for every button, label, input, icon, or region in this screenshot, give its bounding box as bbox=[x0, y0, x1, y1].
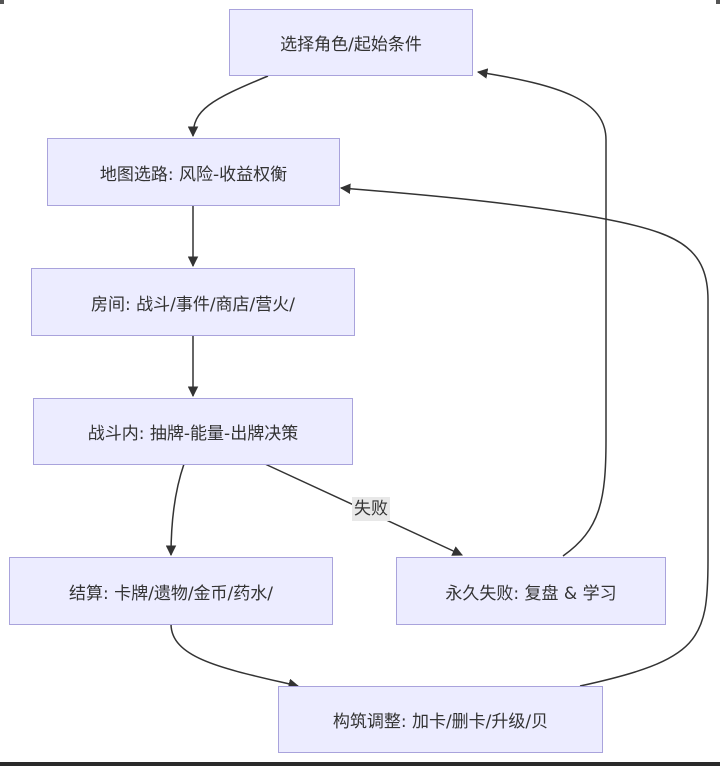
edge-reward-to-build bbox=[170, 623, 300, 689]
node-start[interactable]: 选择角色/起始条件 bbox=[229, 9, 473, 76]
node-room-label: 房间: 战斗/事件/商店/营火/ bbox=[90, 294, 296, 315]
node-combat[interactable]: 战斗内: 抽牌-能量-出牌决策 bbox=[33, 398, 353, 465]
node-room[interactable]: 房间: 战斗/事件/商店/营火/ bbox=[31, 268, 355, 336]
node-fail[interactable]: 永久失败: 复盘 & 学习 bbox=[396, 557, 666, 625]
corner-mark-top-left bbox=[0, 0, 4, 4]
node-build[interactable]: 构筑调整: 加卡/删卡/升级/贝 bbox=[278, 686, 603, 753]
corner-mark-top-right bbox=[716, 0, 720, 4]
node-reward-label: 结算: 卡牌/遗物/金币/药水/ bbox=[68, 583, 274, 604]
node-build-label: 构筑调整: 加卡/删卡/升级/贝 bbox=[332, 712, 549, 732]
edge-build-to-map bbox=[339, 183, 709, 687]
node-reward[interactable]: 结算: 卡牌/遗物/金币/药水/ bbox=[9, 557, 333, 625]
edge-label-fail: 失败 bbox=[352, 497, 390, 521]
node-map[interactable]: 地图选路: 风险-收益权衡 bbox=[47, 138, 340, 206]
node-map-label: 地图选路: 风险-收益权衡 bbox=[99, 164, 288, 185]
bottom-border bbox=[0, 762, 720, 766]
edge-start-to-map bbox=[187, 75, 269, 138]
edge-fail-to-start bbox=[476, 68, 607, 557]
node-combat-label: 战斗内: 抽牌-能量-出牌决策 bbox=[87, 424, 299, 444]
node-fail-label: 永久失败: 复盘 & 学习 bbox=[445, 583, 617, 604]
edge-combat-to-reward bbox=[165, 463, 185, 557]
node-start-label: 选择角色/起始条件 bbox=[280, 35, 422, 55]
